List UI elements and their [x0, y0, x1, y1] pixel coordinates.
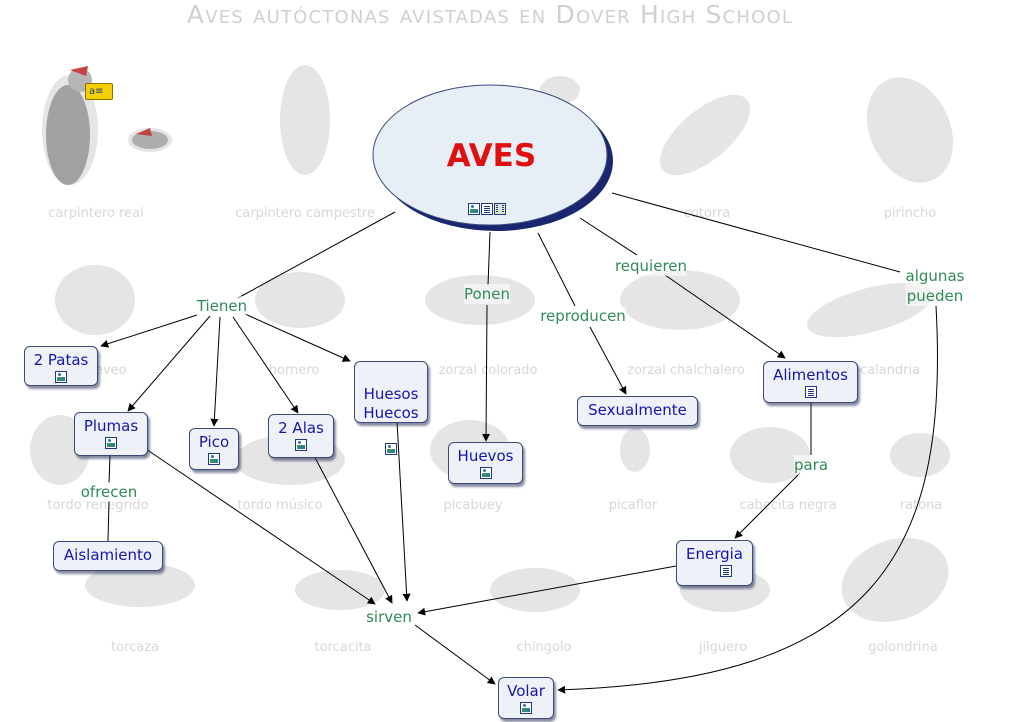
concept-label: Plumas	[81, 417, 141, 436]
link-phrase-tienen[interactable]: Tienen	[197, 296, 247, 316]
concept-plumas[interactable]: Plumas	[74, 412, 148, 456]
concept-label: 2 Alas	[275, 419, 327, 438]
link-plumas-sirven	[143, 447, 375, 604]
link-tienen-alas	[233, 317, 298, 413]
link-alas-sirven	[312, 452, 392, 603]
link-phrase-reproducen[interactable]: reproducen	[540, 306, 626, 326]
annotation-note-text: a	[89, 86, 95, 97]
link-aves-ponen	[488, 232, 490, 285]
concept-label: Pico	[196, 433, 232, 452]
link-reproducen-sexualmente	[590, 327, 626, 394]
main-concept-label: AVES	[368, 138, 615, 174]
link-phrase-requieren[interactable]: requieren	[615, 256, 687, 276]
image-icon[interactable]	[208, 453, 220, 465]
concept-label: Volar	[505, 682, 547, 701]
link-tienen-patas	[101, 315, 197, 346]
annotation-note-icon[interactable]: a≡	[85, 83, 113, 100]
link-algunas-volar	[558, 306, 938, 690]
image-icon[interactable]	[520, 702, 532, 714]
document-icon[interactable]	[805, 386, 817, 398]
link-plumas-ofrecen	[109, 455, 110, 483]
concept-label: Alimentos	[770, 366, 851, 385]
image-icon[interactable]	[55, 371, 67, 383]
image-icon[interactable]	[295, 439, 307, 451]
link-phrase-ponen[interactable]: Ponen	[464, 284, 510, 304]
concept-pico[interactable]: Pico	[189, 428, 239, 470]
link-tienen-plumas	[128, 316, 210, 411]
document-icon[interactable]	[481, 203, 493, 215]
concept-label: Sexualmente	[584, 401, 691, 420]
concept-huesos-huecos[interactable]: Huesos Huecos	[354, 361, 428, 423]
concept-label: Huevos	[455, 447, 516, 466]
main-concept-icons	[468, 203, 506, 215]
document-icon[interactable]	[720, 565, 732, 577]
link-tienen-huesos	[245, 314, 350, 361]
link-phrase-ofrecen[interactable]: ofrecen	[81, 482, 138, 502]
concept-label: Huesos Huecos	[361, 385, 421, 423]
image-icon[interactable]	[105, 437, 117, 449]
concept-label: Aislamiento	[60, 546, 156, 565]
image-icon[interactable]	[480, 467, 492, 479]
concept-huevos[interactable]: Huevos	[448, 442, 523, 484]
link-phrase-sirven[interactable]: sirven	[366, 607, 412, 627]
link-ponen-huevos	[486, 305, 487, 441]
concept-sexualmente[interactable]: Sexualmente	[577, 396, 698, 426]
link-ofrecen-aislamiento	[108, 501, 109, 541]
link-requieren-alimentos	[665, 275, 785, 358]
link-phrase-para[interactable]: para	[794, 455, 828, 475]
video-icon[interactable]	[494, 203, 506, 215]
link-tienen-pico	[214, 317, 220, 426]
concept-volar[interactable]: Volar	[498, 677, 554, 719]
concept-aislamiento[interactable]: Aislamiento	[53, 541, 163, 571]
concept-patas[interactable]: 2 Patas	[24, 346, 98, 386]
concept-alas[interactable]: 2 Alas	[268, 414, 334, 458]
link-aves-reproducen	[538, 233, 575, 306]
image-icon[interactable]	[468, 203, 480, 215]
link-sirven-volar	[415, 625, 495, 684]
link-para-energia	[735, 473, 800, 538]
image-icon[interactable]	[385, 443, 397, 455]
link-phrase-algunas-pueden[interactable]: algunas pueden	[906, 266, 965, 306]
link-energia-sirven	[418, 566, 676, 613]
concept-alimentos[interactable]: Alimentos	[763, 361, 858, 403]
concept-energia[interactable]: Energia	[676, 540, 753, 586]
concept-label: Energia	[683, 545, 746, 564]
concept-label: 2 Patas	[31, 351, 91, 370]
